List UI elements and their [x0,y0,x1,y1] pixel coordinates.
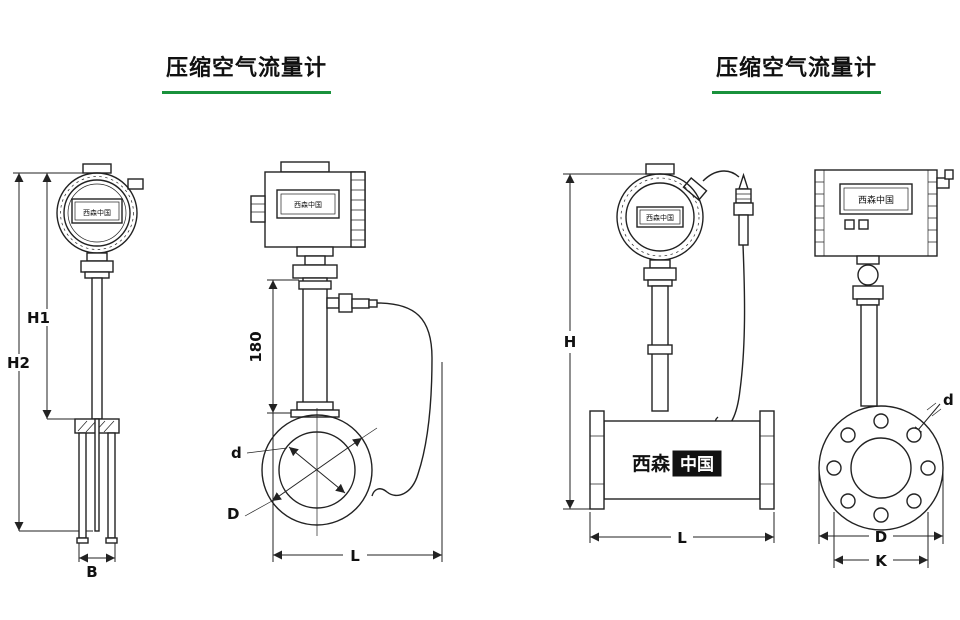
signal-cable-d2 [371,302,433,497]
meter-body-d3: 西森 中国 [589,259,775,510]
dim-label-180: 180 [247,331,265,362]
drawing-insertion-flowmeter: H1 H2 B 西森中国 [5,163,144,581]
probe-assembly-d1 [74,252,120,544]
dim-label-D-d4: D [875,528,887,546]
dim-label-l-d3: L [677,529,687,547]
dim-label-h-d3: H [564,333,577,351]
display-text-d4: 西森中国 [858,194,894,206]
dim-label-h1: H1 [27,309,50,327]
drawing-flowmeter-pipe-run: H L 西森中国 [563,163,775,547]
stem-and-cable-d2 [292,246,433,497]
display-text-d2: 西森中国 [294,200,322,209]
transmitter-head-d1: 西森中国 [56,163,144,254]
display-text-d3: 西森中国 [646,213,674,222]
flange-bolt-circle-d4 [818,405,944,531]
pipe-brand-second: 中国 [680,454,714,475]
probe-cable-d3 [714,244,746,430]
dim-label-l-d2: L [350,547,360,565]
dim-label-h2: H2 [7,354,30,372]
pipe-brand-first: 西森 [632,452,671,475]
dimension-lines-d3: H L [563,173,775,547]
dimension-lines-d4: D K d [818,391,954,570]
transmitter-head-d3: 西森中国 [616,163,708,261]
transmitter-head-side-d2: 西森中国 [250,161,366,248]
dim-label-D-d2: D [227,505,239,523]
drawing-flowmeter-front-flange: 180 L D d 西森中国 [227,161,443,565]
dim-label-d-d4: d [943,391,954,409]
display-text-d1: 西森中国 [83,208,111,217]
dimension-lines-d1: H1 H2 B [5,172,116,581]
dim-label-K-d4: K [875,552,888,570]
temperature-probe-d3 [702,170,754,430]
section-title-left: 压缩空气流量计 [162,50,332,94]
transmitter-head-front-d4: 西森中国 [814,169,954,257]
drawing-flange-bolt-view: D K d 西森中国 [814,169,954,570]
flange-circle-view-d2 [261,401,373,536]
section-title-right: 压缩空气流量计 [712,50,882,94]
dim-label-d-d2: d [231,444,242,462]
dim-label-b: B [86,563,97,581]
stem-d4 [852,255,884,407]
